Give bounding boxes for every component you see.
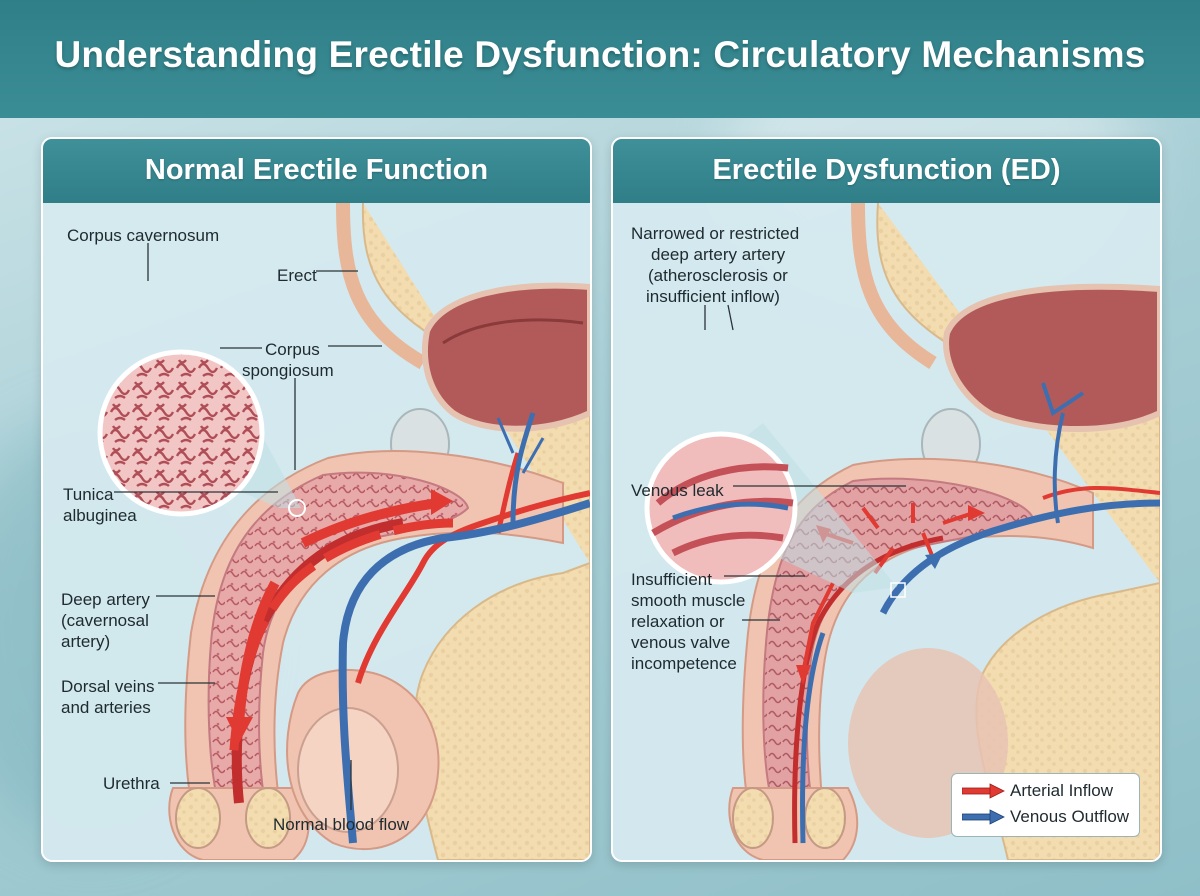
panel-normal: Normal Erectile Function xyxy=(41,137,592,862)
label-corpus-spongiosum-2: spongiosum xyxy=(242,361,334,380)
label-deep-artery-2: (cavernosal xyxy=(61,611,149,630)
header-banner: Understanding Erectile Dysfunction: Circ… xyxy=(0,0,1200,118)
label-insufficient-1: Insufficient xyxy=(631,570,712,589)
label-deep-artery-3: artery) xyxy=(61,632,111,651)
legend-label-venous: Venous Outflow xyxy=(1010,807,1130,826)
label-insufficient-5: incompetence xyxy=(631,654,737,673)
blue-arrow-icon xyxy=(962,809,1005,825)
normal-anatomy-illustration xyxy=(97,203,590,860)
label-narrowed-2: deep artery artery xyxy=(651,245,786,264)
label-dorsal-2: and arteries xyxy=(61,698,151,717)
label-tunica-1: Tunica xyxy=(63,485,114,504)
label-tunica-2: albuginea xyxy=(63,506,137,525)
label-dorsal-1: Dorsal veins xyxy=(61,677,155,696)
label-erect: Erect xyxy=(277,266,317,285)
legend: Arterial Inflow Venous Outflow xyxy=(951,773,1140,837)
red-arrow-icon xyxy=(962,783,1005,799)
panel-title-ed: Erectile Dysfunction (ED) xyxy=(712,154,1061,186)
label-corpus-spongiosum-1: Corpus xyxy=(265,340,320,359)
panel-title-normal: Normal Erectile Function xyxy=(144,154,489,186)
legend-item-venous: Venous Outflow xyxy=(952,806,1139,828)
label-insufficient-3: relaxation or xyxy=(631,612,725,631)
label-insufficient-4: venous valve xyxy=(631,633,731,652)
legend-item-arterial: Arterial Inflow xyxy=(952,780,1139,802)
label-insufficient-2: smooth muscle xyxy=(631,591,746,610)
legend-label-arterial: Arterial Inflow xyxy=(1010,781,1113,800)
label-venous-leak: Venous leak xyxy=(631,481,724,500)
panel-ed: Erectile Dysfunction (ED) xyxy=(611,137,1162,862)
label-narrowed-4: insufficient inflow) xyxy=(646,287,780,306)
label-deep-artery-1: Deep artery xyxy=(61,590,150,609)
page-title: Understanding Erectile Dysfunction: Circ… xyxy=(54,34,1146,75)
label-narrowed-1: Narrowed or restricted xyxy=(631,224,800,243)
panel-header: Erectile Dysfunction (ED) xyxy=(613,139,1160,203)
label-narrowed-3: (atherosclerosis or xyxy=(648,266,788,285)
panel-header: Normal Erectile Function xyxy=(43,139,590,203)
label-urethra: Urethra xyxy=(103,774,160,793)
label-normal-blood-flow: Normal blood flow xyxy=(273,815,410,834)
label-corpus-cavernosum: Corpus cavernosum xyxy=(67,226,220,245)
